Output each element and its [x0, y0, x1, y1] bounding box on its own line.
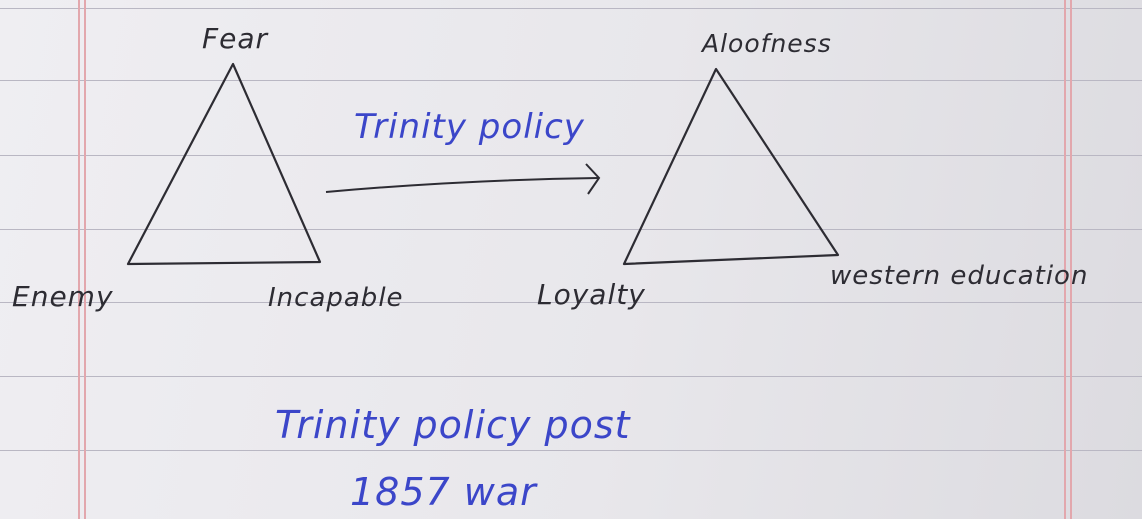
- ruled-line: [0, 229, 1142, 230]
- ruled-line: [0, 450, 1142, 451]
- left-triangle: [126, 62, 322, 266]
- left-margin-line: [78, 0, 80, 519]
- right-margin-line: [1064, 0, 1066, 519]
- right-triangle: [622, 67, 840, 266]
- label-incapable: Incapable: [268, 283, 404, 313]
- ruled-line: [0, 155, 1142, 156]
- label-fear: Fear: [202, 22, 268, 55]
- label-loyalty: Loyalty: [537, 278, 646, 311]
- ruled-line: [0, 80, 1142, 81]
- right-margin-line-2: [1070, 0, 1072, 519]
- ruled-line: [0, 8, 1142, 9]
- label-aloofness: Aloofness: [700, 29, 832, 58]
- left-margin-line-2: [84, 0, 86, 519]
- arrow-shaft: [325, 177, 599, 193]
- label-enemy: Enemy: [12, 280, 114, 313]
- caption-line-2: 1857 war: [350, 470, 538, 514]
- ruled-line: [0, 376, 1142, 377]
- ruled-line: [0, 302, 1142, 303]
- arrow-label: Trinity policy: [354, 107, 585, 147]
- arrow-head: [585, 163, 601, 195]
- label-western-education: western education: [830, 261, 1088, 291]
- caption-line-1: Trinity policy post: [275, 403, 632, 447]
